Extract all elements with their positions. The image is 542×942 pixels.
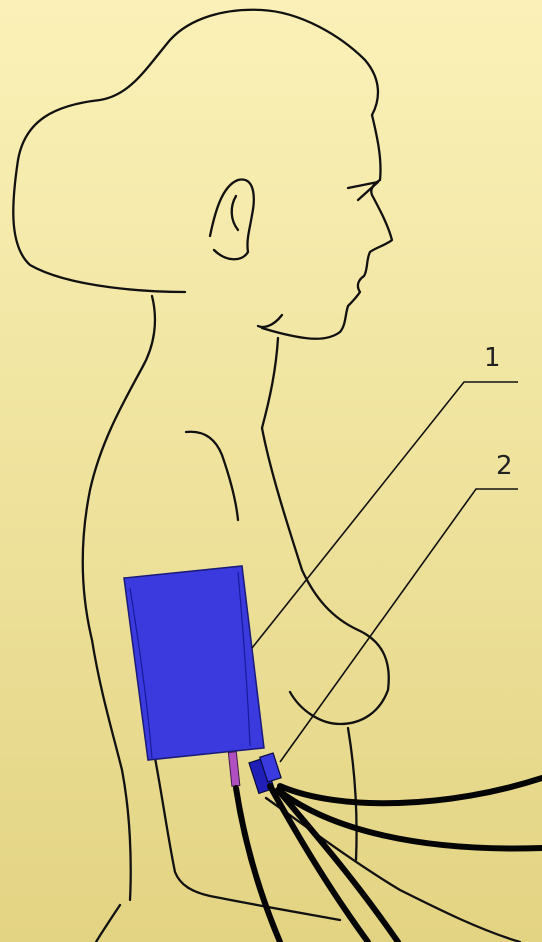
blood-pressure-cuff (124, 566, 264, 760)
callout-label-2: 2 (496, 451, 513, 481)
callout-label-1: 1 (484, 343, 501, 373)
